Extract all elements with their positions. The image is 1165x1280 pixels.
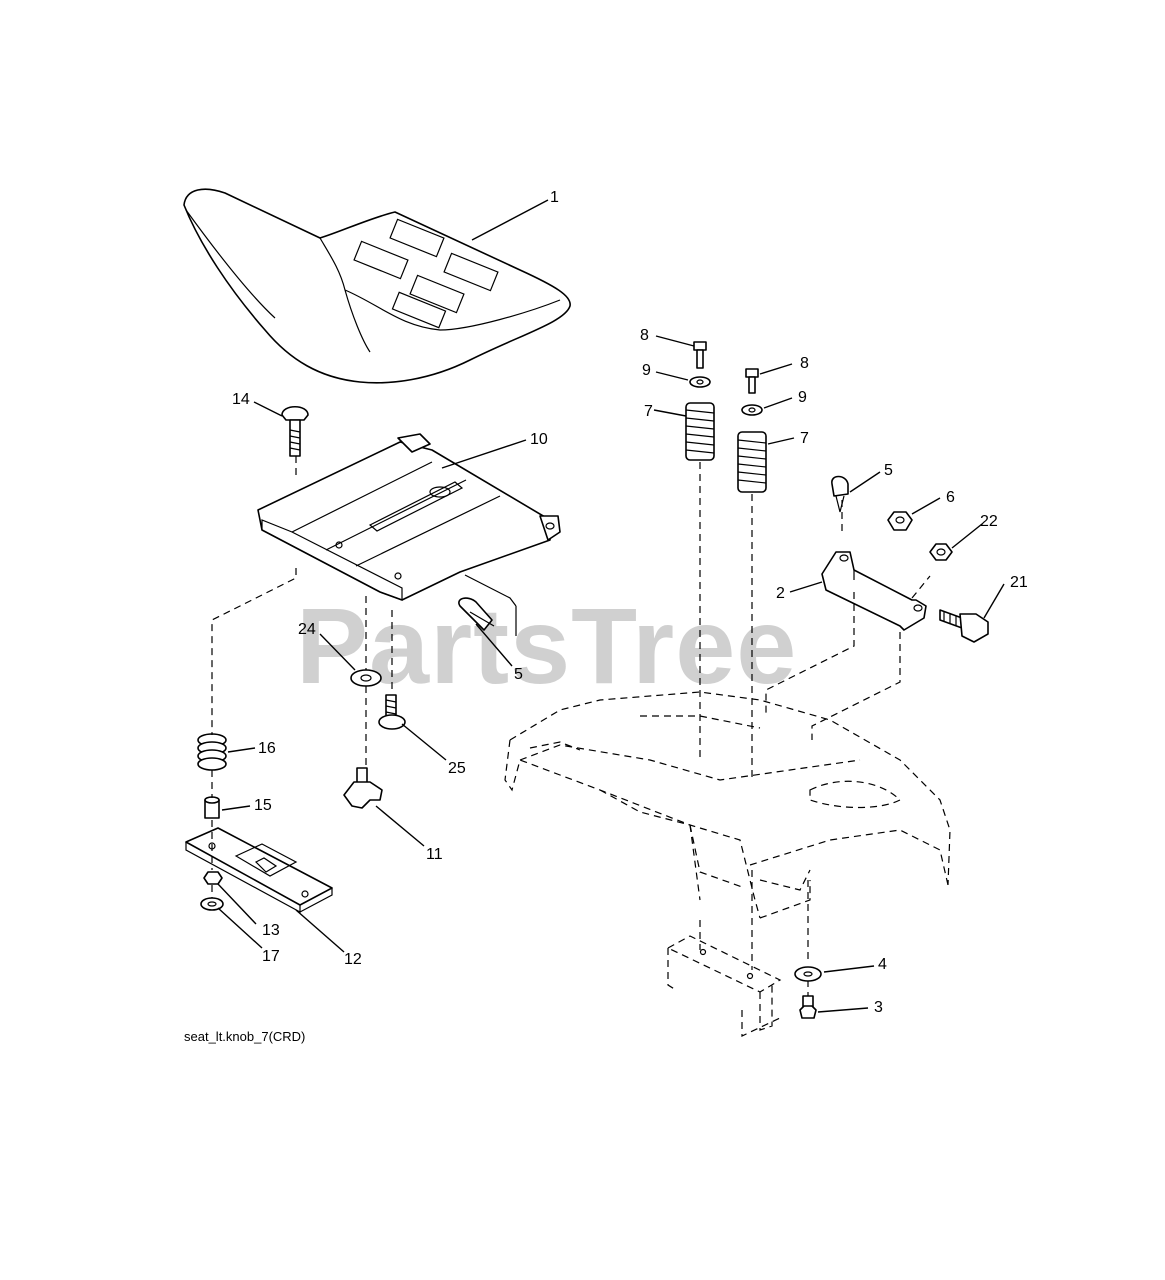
callout-6: 6 [946,489,955,506]
callout-8-left: 8 [640,327,649,344]
spring-part-7-left [685,402,715,461]
spring-part-7-right [737,431,767,493]
guide-lines-springs [699,462,753,970]
callout-2: 2 [776,585,785,602]
bracket-part [821,551,927,631]
callout-21: 21 [1010,574,1028,591]
callout-17: 17 [262,948,280,965]
shoulder-bolt-part [378,694,406,730]
diagram-caption: seat_lt.knob_7(CRD) [184,1029,305,1044]
callout-14: 14 [232,391,250,408]
callout-9-right: 9 [798,389,807,406]
callout-12: 12 [344,951,362,968]
nut-part-6 [887,511,913,531]
washer-part-9-right [741,404,763,416]
callout-11: 11 [426,846,443,863]
callout-7-left: 7 [644,403,653,420]
callout-10: 10 [530,431,548,448]
callout-25: 25 [448,760,466,777]
fender-outline [504,691,951,919]
washer-part-17 [200,897,224,911]
callout-labels: 1 14 10 24 5 16 25 15 11 13 17 12 8 9 7 … [232,189,1028,1016]
bolt-part-3 [799,995,817,1019]
lower-bracket-outline [666,935,782,1037]
callout-3: 3 [874,999,883,1016]
callout-15: 15 [254,797,272,814]
watermark: PartsTree [296,585,797,706]
carriage-bolt-part [281,405,309,457]
washer-part-24 [350,669,382,687]
callout-22: 22 [980,513,998,530]
bolt-part-8-right [745,368,759,394]
nut-part-22 [929,543,953,561]
knob-part [343,767,383,809]
adjuster-plate-part [185,827,333,914]
callout-4: 4 [878,956,887,973]
seat-part [183,188,571,384]
bolt-part-21 [939,609,989,643]
callout-16: 16 [258,740,276,757]
callout-5-right: 5 [884,462,893,479]
callout-1: 1 [550,189,559,206]
washer-part-9-left [689,376,711,388]
callout-5-left: 5 [514,666,523,683]
clip-part-right [831,475,849,513]
guide-lines-bracket [765,500,931,996]
spring-part-16 [197,733,227,771]
nut-part-13 [203,871,223,885]
clip-part-left [458,574,517,636]
seat-pan-part [257,433,561,601]
washer-part-4 [794,966,822,982]
bolt-part-8-left [693,341,707,369]
callout-13: 13 [262,922,280,939]
guide-lines-left [211,456,393,898]
leader-lines [217,199,1005,1013]
callout-8-right: 8 [800,355,809,372]
spacer-part [204,796,220,819]
callout-9-left: 9 [642,362,651,379]
callout-24: 24 [298,621,316,638]
callout-7-right: 7 [800,430,809,447]
